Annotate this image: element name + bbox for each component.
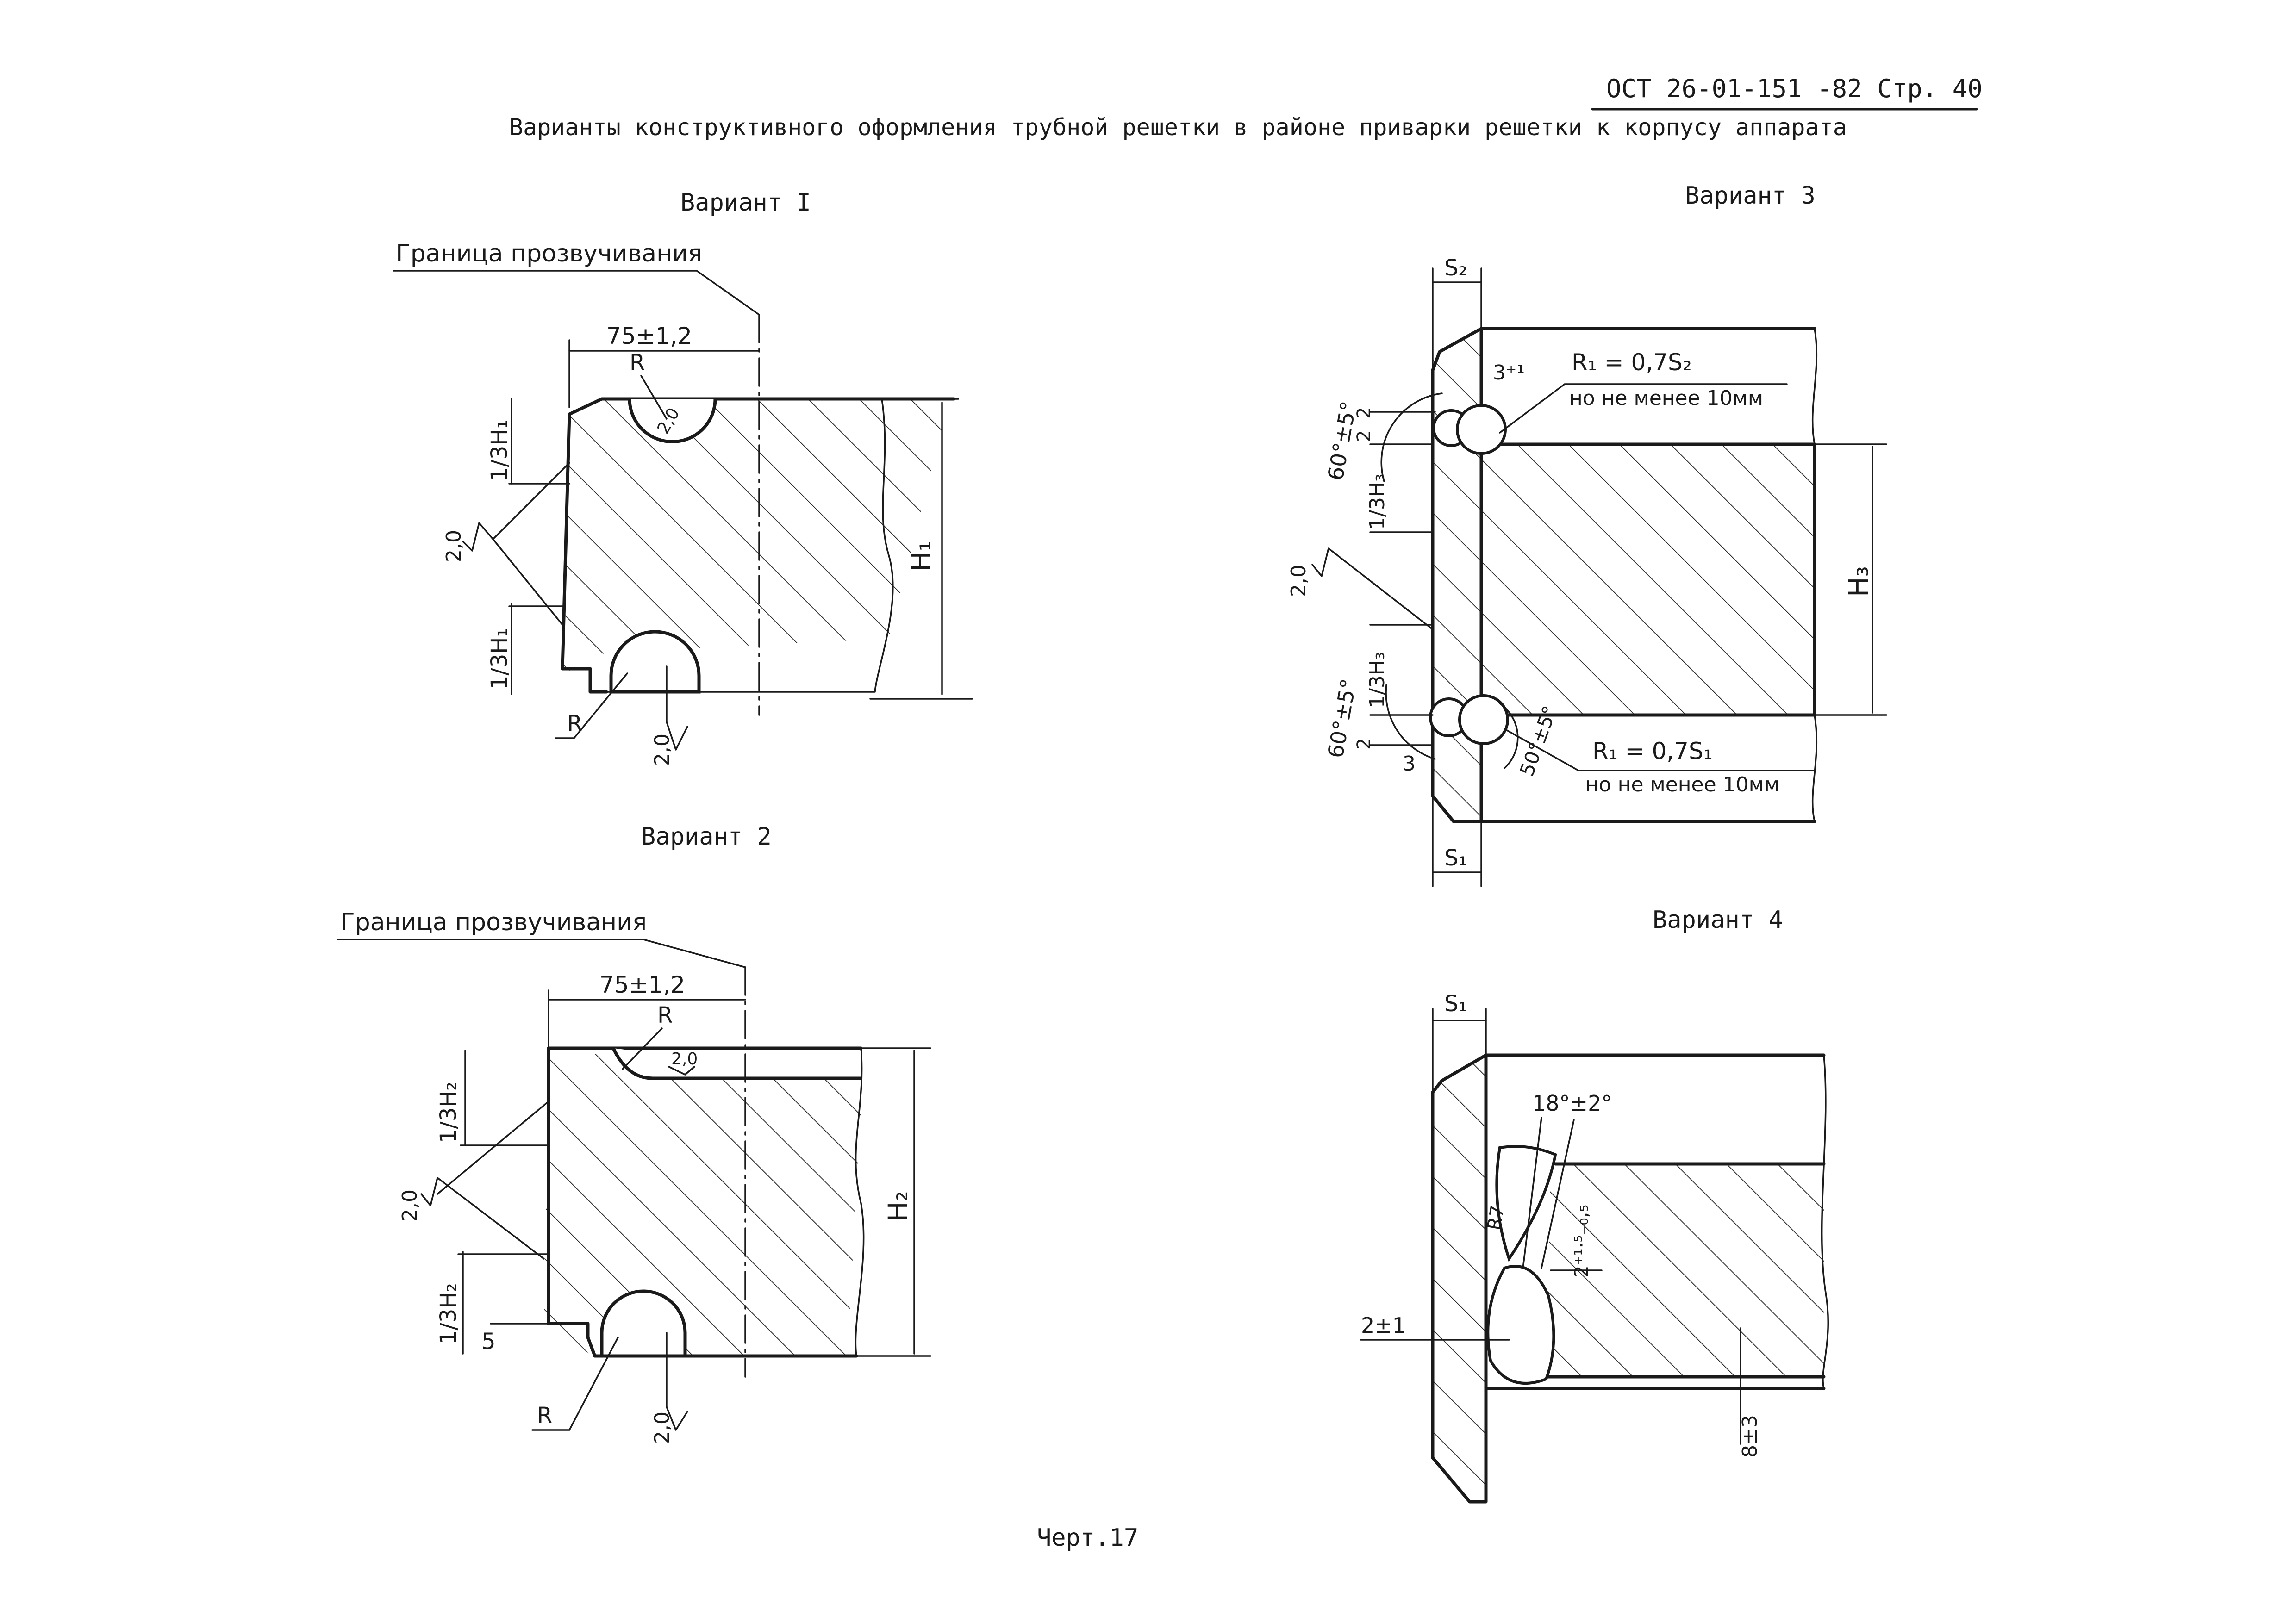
variant-3-two-bottom: 2 [1354,738,1375,750]
variant-3-weld-top-right [1456,404,1507,455]
variant-3-angle-bottom-arc [1385,684,1436,760]
variant-2-radius-top-leader [622,1027,663,1070]
header: ОСТ 26-01-151 -82 Стр. 40 Варианты конст… [509,74,1983,141]
variant-3-rough-left: 2,0 [1287,565,1310,597]
variant-2-break-line [855,1047,865,1357]
variant-1-dim-75: 75±1,2 [606,323,692,349]
variant-1-boundary-label: Граница прозвучивания [396,240,702,267]
sheet-title: Варианты конструктивного оформления труб… [509,114,1847,141]
variant-1-plate-hatch [562,400,949,676]
variant-3: Вариант 3 S₂ S₁ 3⁺¹ R₁ = 0,7S₂ но не мен… [1287,182,1887,887]
variant-1-rough-bottom-symbol [666,721,688,751]
variant-3-break-line [1811,328,1818,822]
variant-4-caption: Вариант 4 [1653,906,1783,934]
variant-3-two-mid: 2 [1354,430,1375,442]
variant-4-angle: 18°±2° [1532,1091,1612,1116]
variant-3-angle-50-arc [1499,703,1519,769]
variant-1-bottom-groove [609,630,701,694]
variant-2-rough-bottom: 2,0 [650,1412,674,1444]
variant-4: Вариант 4 S₁ 18°±2° R7 2⁺¹·⁵₋₀,₅ 2±1 8±3 [1360,906,1829,1504]
variant-1-rough-left-leader [492,462,570,540]
variant-2-bottom-groove [600,1289,687,1358]
variant-3-s2: S₂ [1444,255,1467,281]
variant-3-two-top: 2 [1354,407,1375,419]
variant-4-weld-bottom [1486,1265,1555,1385]
variant-2-plate-hatch [544,1051,863,1356]
variant-3-r-bottom-note: но не менее 10мм [1585,773,1779,796]
variant-4-plate-hatch [1546,1164,1824,1377]
variant-4-s1: S₁ [1444,991,1467,1017]
variant-3-h-label: H₃ [1843,566,1874,597]
drawing-number: Черт.17 [1037,1524,1138,1552]
variant-1-boundary-leader [393,270,760,316]
variant-1-rough-bottom: 2,0 [650,734,674,766]
variant-4-wall-hatch [1433,1055,1486,1502]
variant-3-caption: Вариант 3 [1685,182,1816,210]
variant-1-radius-leader [640,375,668,420]
variant-2-rough-left-symbol [420,1177,545,1260]
variant-2-dim-75: 75±1,2 [599,971,685,998]
variant-3-bottom-shell [1479,713,1816,823]
variant-1: Вариант I Граница прозвучивания 75±1,2 R… [393,189,973,766]
variant-1-rough-left-symbol [462,522,563,626]
variant-3-s1: S₁ [1444,845,1467,871]
variant-1-caption: Вариант I [680,189,811,217]
variant-3-rough-left-symbol [1311,547,1434,630]
variant-2-radius-bottom: R [537,1403,552,1429]
variant-2: Вариант 2 Граница прозвучивания 75±1,2 R… [337,823,931,1444]
variant-1-top-groove [628,398,717,443]
variant-3-r-bottom-leader [1504,728,1816,771]
variant-3-third-top: 1/3H₃ [1366,473,1389,530]
variant-2-boundary-label: Граница прозвучивания [340,908,647,936]
variant-2-boundary-leader [337,939,746,968]
variant-2-rough-bottom-symbol [666,1406,688,1431]
variant-2-third-top: 1/3H₂ [436,1082,462,1143]
variant-3-third-bottom: 1/3H₃ [1366,652,1389,708]
variant-2-h-label: H₂ [882,1191,914,1222]
variant-4-angle-leader-1 [1522,1117,1542,1269]
variant-1-h-label: H₁ [905,541,937,572]
variant-3-top-shell [1479,327,1816,446]
variant-2-top-groove-edge [611,1047,861,1080]
variant-2-top-groove-fill [616,1051,861,1075]
variant-4-gap: 2±1 [1361,1313,1406,1338]
variant-4-angle-leader-2 [1541,1119,1575,1269]
variant-3-plate-hatch [1433,444,1815,715]
variant-2-radius-bottom-leader [531,1337,619,1431]
variant-2-step: 5 [481,1329,496,1355]
variant-2-caption: Вариант 2 [641,823,772,851]
variant-3-r-top-note: но не менее 10мм [1569,386,1763,410]
variant-2-rough-left: 2,0 [398,1189,422,1222]
variant-3-r-top-leader [1499,383,1788,434]
variant-2-rough-top: 2,0 [671,1050,698,1069]
variant-3-gap-bottom: 3 [1403,752,1416,776]
variant-1-radius-bottom: R [567,711,582,737]
variant-1-break-line [605,398,894,693]
variant-4-weld-top [1495,1145,1557,1262]
variant-4-radius: R7 [1484,1204,1509,1231]
variant-1-third-bottom: 1/3H₁ [487,628,512,690]
variant-2-rough-top-symbol [668,1066,695,1076]
variant-3-angle-top-arc [1380,392,1443,482]
variant-3-r-bottom: R₁ = 0,7S₁ [1592,738,1713,765]
variant-3-r-top: R₁ = 0,7S₂ [1572,349,1692,376]
variant-4-wall-outline [1431,1053,1488,1504]
variant-2-third-bottom: 1/3H₂ [436,1283,462,1344]
variant-1-third-top: 1/3H₁ [487,420,512,481]
variant-2-radius-top: R [657,1002,673,1028]
variant-4-offset: 8±3 [1738,1415,1762,1458]
variant-3-gap-top: 3⁺¹ [1493,361,1525,385]
variant-1-rough-left: 2,0 [442,530,466,562]
variant-2-rough-left-leader [437,1101,549,1195]
doc-reference: ОСТ 26-01-151 -82 Стр. 40 [1606,74,1983,103]
variant-3-weld-bottom-right [1458,694,1509,745]
variant-1-radius-top: R [630,350,645,376]
variant-4-root: 2⁺¹·⁵₋₀,₅ [1571,1205,1592,1277]
variant-1-radius-bottom-leader [555,672,628,739]
